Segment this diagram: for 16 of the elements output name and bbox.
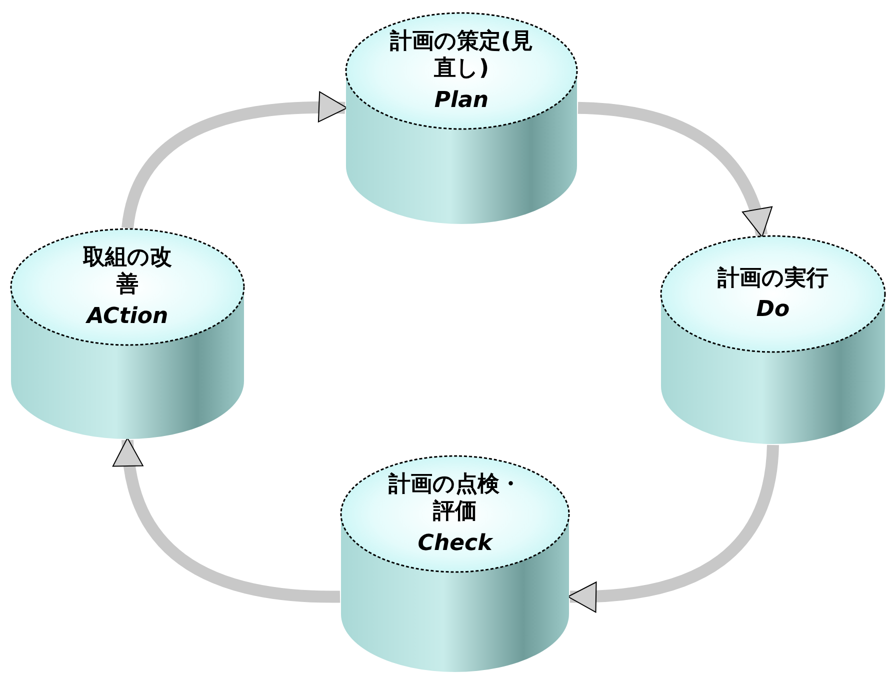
node-label: Do (756, 296, 790, 324)
node-label: Plan (434, 86, 489, 114)
node-label: 計画の策定(見直し) (388, 28, 534, 83)
cylinder-node (340, 455, 570, 673)
node-label: 計画の点検・評価 (387, 470, 522, 526)
curved-arrow (122, 92, 348, 229)
cylinder-node (345, 12, 578, 225)
node-label: 取組の改善 (82, 244, 173, 299)
curved-arrow (568, 444, 779, 612)
curved-arrow (114, 438, 340, 603)
curved-arrow (578, 102, 771, 238)
cylinder-node (660, 235, 886, 445)
node-label: 計画の実行 (718, 264, 828, 292)
cylinder-node (10, 228, 245, 440)
node-label: Check (418, 530, 492, 558)
node-label: ACtion (86, 302, 168, 330)
